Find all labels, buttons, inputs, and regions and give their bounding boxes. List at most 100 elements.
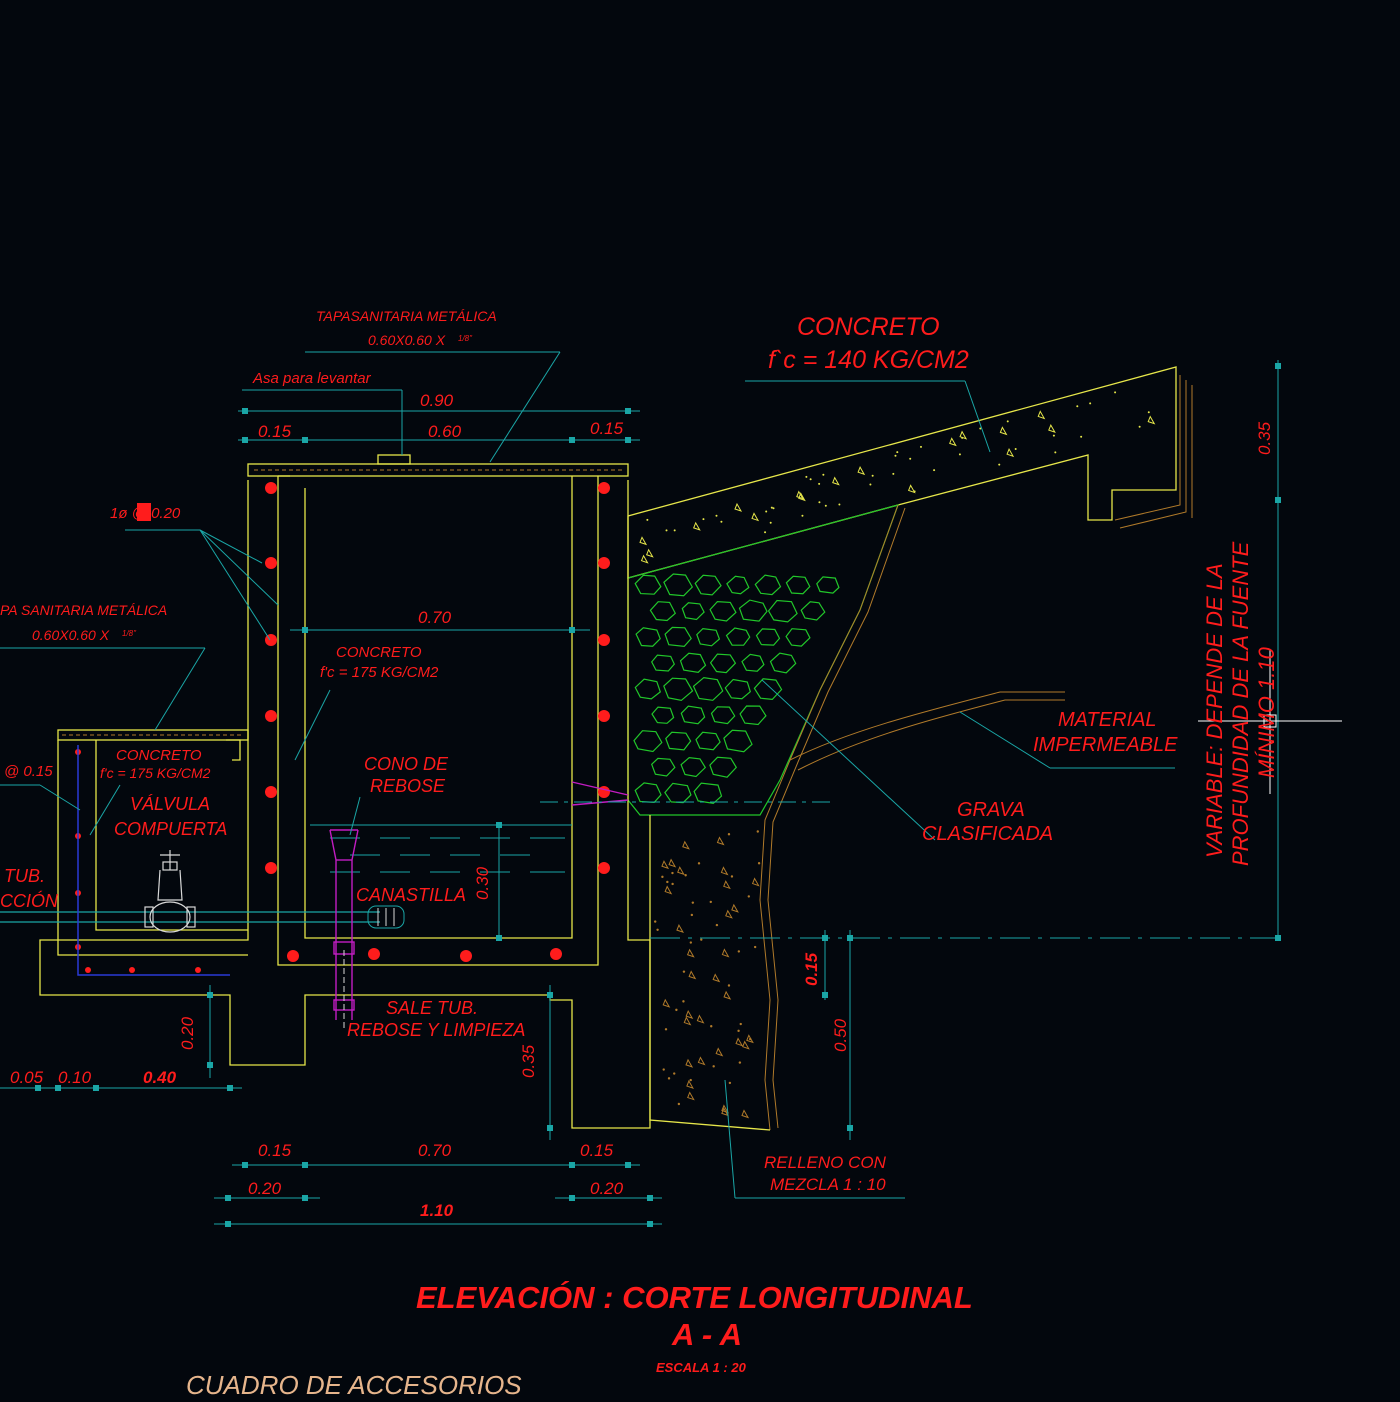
annotation-texts: TAPASANITARIA METÁLICA 0.60X0.60 X 1/8" … xyxy=(0,308,1279,1194)
dim-tick xyxy=(242,408,248,414)
gravel-stone xyxy=(635,627,661,647)
slab-speck xyxy=(894,454,897,457)
fill-speck xyxy=(731,903,739,913)
tapa-left-label: PA SANITARIA METÁLICA xyxy=(0,602,167,618)
slab-speck xyxy=(818,501,821,504)
gravel-stone xyxy=(634,574,662,595)
slab-speck xyxy=(979,427,982,430)
fill-speck xyxy=(661,860,670,870)
slab-speck xyxy=(838,503,841,506)
rebar-dot xyxy=(368,948,380,960)
gravel-stone xyxy=(767,599,798,623)
slab-speck xyxy=(871,474,874,477)
cono-label: CONO DE xyxy=(364,754,449,774)
fill-speck xyxy=(738,1061,742,1064)
slab-speck xyxy=(1147,411,1150,414)
slab-speck xyxy=(1054,451,1057,454)
fill-speck xyxy=(710,1025,713,1028)
dim-tick xyxy=(207,1062,213,1068)
grava-label: GRAVA xyxy=(957,799,1025,821)
fill-speck xyxy=(685,1058,694,1068)
slab-speck xyxy=(1048,423,1056,434)
rebar-dot-small xyxy=(85,967,91,973)
gravel-stone xyxy=(695,731,721,751)
gravel-stone xyxy=(649,601,677,622)
tapa-left-size: 0.60X0.60 X xyxy=(32,627,110,643)
gravel-stone xyxy=(741,653,765,672)
dim-tick xyxy=(242,1162,248,1168)
rebose-limpieza-label: REBOSE Y LIMPIEZA xyxy=(347,1020,525,1040)
fill-speck xyxy=(700,938,703,941)
fill-speck xyxy=(677,866,685,876)
fill-speck xyxy=(667,1077,671,1080)
concreto-slab-fc: f`c = 140 KG/CM2 xyxy=(768,346,969,374)
dim-top-left: 0.15 xyxy=(258,422,292,441)
gravel-stone xyxy=(709,600,737,622)
slab-speck xyxy=(1080,435,1083,438)
crosshair-cursor-icon[interactable] xyxy=(1198,650,1342,794)
gravel-stone xyxy=(681,602,705,621)
gravel-stone xyxy=(785,628,811,647)
gravel-stone xyxy=(816,576,840,594)
slab-speck xyxy=(645,548,654,558)
slab-speck xyxy=(772,507,775,510)
fill-speck xyxy=(689,1078,692,1082)
fill-speck xyxy=(662,1068,665,1071)
slab-speck xyxy=(1138,425,1141,428)
gravel-stone xyxy=(769,652,797,674)
slab-speck xyxy=(639,536,648,546)
fill-speck xyxy=(687,1091,695,1101)
gravel-stone xyxy=(754,574,782,596)
rebose-label: REBOSE xyxy=(370,776,446,796)
rebar-dot xyxy=(598,634,610,646)
gravel-stone xyxy=(634,782,662,804)
fill-speck xyxy=(757,862,761,865)
dim-bottom-right2: 0.20 xyxy=(590,1179,624,1198)
slab-speck xyxy=(1052,434,1055,437)
dim-left-b: 0.10 xyxy=(58,1068,92,1087)
dim-right-a: 0.15 xyxy=(802,952,821,986)
gravel-stone xyxy=(663,677,694,702)
gravel-stone xyxy=(663,573,694,597)
slab-speck xyxy=(798,492,806,502)
rebar-dot xyxy=(265,786,277,798)
slab-speck xyxy=(640,554,649,564)
concrete-slab xyxy=(627,366,1193,579)
dim-tick xyxy=(227,1085,233,1091)
fill-speck xyxy=(715,1047,724,1057)
dim-tick xyxy=(625,408,631,414)
dim-tick xyxy=(569,1195,575,1201)
slab-speck xyxy=(822,473,825,476)
fill-speck xyxy=(735,1037,744,1047)
fill-speck xyxy=(697,1056,706,1066)
dim-drain-depth: 0.35 xyxy=(519,1044,538,1078)
rebar-dot xyxy=(598,557,610,569)
dim-tick xyxy=(35,1085,41,1091)
drawing-title: ELEVACIÓN : CORTE LONGITUDINAL xyxy=(416,1280,973,1315)
slab-speck xyxy=(1147,415,1156,425)
slab-speck xyxy=(832,476,840,486)
dim-top-total: 0.90 xyxy=(420,391,454,410)
dim-tick xyxy=(1275,935,1281,941)
fill-speck xyxy=(673,1072,676,1075)
slab-speck xyxy=(818,482,821,485)
fill-speck xyxy=(656,928,659,931)
tapa-top-label: TAPASANITARIA METÁLICA xyxy=(316,308,497,324)
dim-left-base: 0.20 xyxy=(178,1016,197,1050)
variable-label-2: PROFUNDIDAD DE LA FUENTE xyxy=(1228,541,1253,866)
gravel-stone xyxy=(680,705,706,725)
dim-water-height: 0.30 xyxy=(473,866,492,900)
dim-tick xyxy=(225,1221,231,1227)
fill-speck xyxy=(671,871,674,875)
tub-label: TUB. xyxy=(4,866,45,886)
slab-speck xyxy=(673,529,676,532)
slab-speck xyxy=(665,529,668,532)
dim-tick xyxy=(93,1085,99,1091)
main-chamber xyxy=(39,454,651,1129)
fill-speck xyxy=(686,1079,694,1089)
gravel-stone xyxy=(738,599,768,622)
fill-speck xyxy=(682,840,690,850)
dim-tick xyxy=(242,437,248,443)
slab-speck xyxy=(765,510,768,513)
slab-speck xyxy=(892,472,895,475)
